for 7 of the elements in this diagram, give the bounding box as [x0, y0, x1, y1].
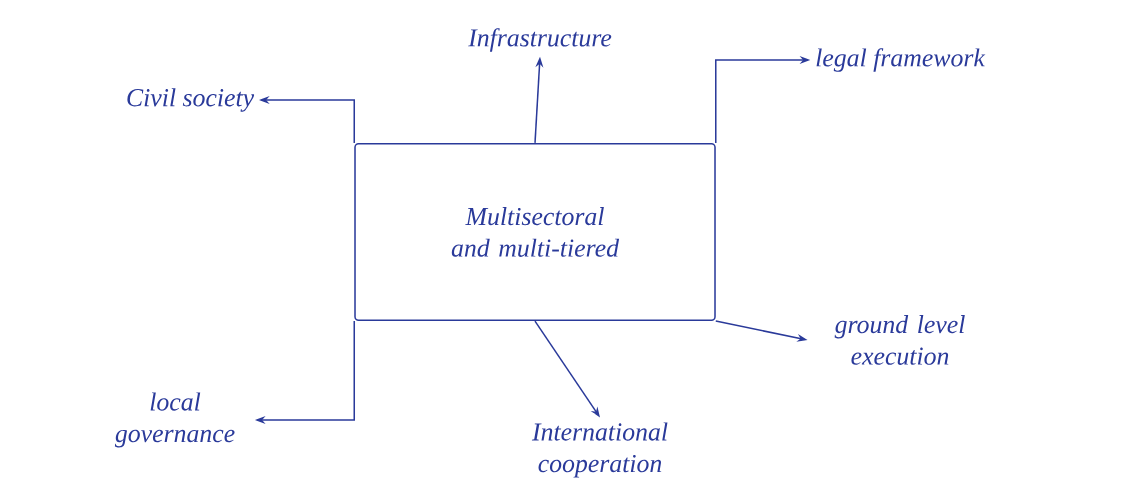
- label-text: International cooperation: [531, 422, 668, 478]
- label-text: legal framework: [816, 48, 986, 72]
- process-box: Multisectoral and multi-tiered: [354, 142, 716, 322]
- label-text: local governance: [114, 392, 235, 448]
- label-text: ground level execution: [834, 315, 965, 365]
- label-text: Infrastructure: [468, 28, 612, 52]
- label-text: Civil society: [127, 88, 255, 112]
